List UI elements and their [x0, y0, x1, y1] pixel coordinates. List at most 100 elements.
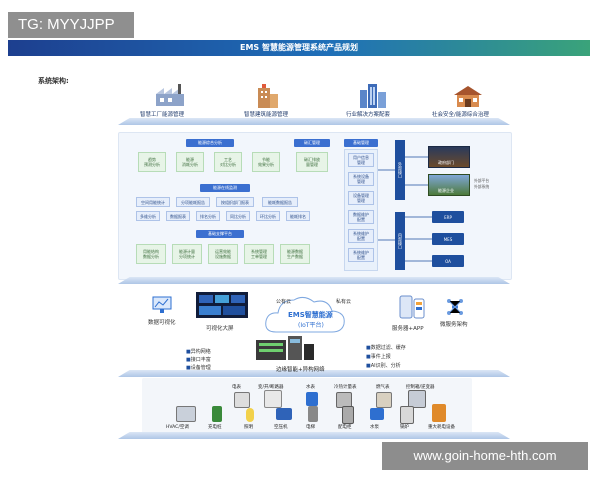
- device-row2-label-6: 配电柜: [338, 425, 352, 430]
- mid-row1-box-2: 分项能耗报告: [176, 197, 210, 207]
- gov-photo: [428, 146, 470, 168]
- device-heavy-icon: [432, 404, 446, 422]
- mid-row1-box-3: 按组织部门报表: [216, 197, 254, 207]
- factory-icon: [154, 84, 186, 108]
- side-tag: 碳汇管理: [294, 139, 330, 147]
- mid-tag: 能源在线监测: [200, 184, 250, 192]
- iot-center-title: EMS智慧能源: [288, 311, 333, 319]
- int-box-mes: MES: [432, 233, 464, 245]
- section-title: 系统架构:: [38, 77, 69, 85]
- upper-box-4: 节能 效果分析: [252, 152, 280, 172]
- device-elevator-icon: [308, 406, 318, 422]
- mid-row2-box-1: 多维分析: [136, 211, 160, 221]
- mid-row2-box-5: 环比分析: [256, 211, 280, 221]
- device-pump-icon: [370, 408, 384, 420]
- device-boiler-icon: [400, 406, 414, 424]
- device-row1-label-3: 水表: [306, 385, 315, 390]
- gateway-bullet-3: 设备管理: [186, 364, 211, 371]
- upper-box-3: 工艺 对比分析: [214, 152, 242, 172]
- banner-title: EMS 智慧能源管理系统产品规划: [8, 40, 590, 56]
- device-row1-label-5: 燃气表: [376, 385, 390, 390]
- basic-tag: 基础管理: [344, 139, 378, 147]
- iot-center-sub: (IoT平台): [298, 322, 324, 329]
- device-row2-label-8: 锅炉: [400, 425, 409, 430]
- mid-row2-box-4: 同比分析: [226, 211, 250, 221]
- watermark: www.goin-home-hth.com: [382, 442, 588, 470]
- basic-box-3: 设备管理 管理: [348, 191, 374, 205]
- device-row2-label-1: HVAC/空调: [166, 425, 189, 430]
- gov-photo-label: 政府部门: [438, 160, 454, 165]
- device-compressor-icon: [276, 408, 292, 420]
- house-icon: [452, 84, 484, 108]
- private-cloud-label: 私有云: [336, 299, 352, 305]
- device-breaker-icon: [264, 390, 282, 408]
- upper-box-1: 趋势 预测分析: [138, 152, 166, 172]
- device-row1-label-1: 电表: [232, 385, 241, 390]
- iot-label-dataviz: 数据可视化: [148, 320, 176, 326]
- device-shelf: [118, 432, 510, 439]
- top-label-factory: 智慧工厂能源管理: [140, 112, 185, 118]
- server-icon: [398, 294, 426, 320]
- upper-box-2: 能源 消耗分析: [176, 152, 204, 172]
- low-tag: 基础支撑平台: [196, 230, 244, 238]
- top-label-city: 行业解决方案配套: [346, 112, 391, 118]
- mid-row1-box-4: 能耗数据报告: [262, 197, 298, 207]
- device-light-icon: [246, 408, 254, 422]
- low-box-4: 系统管理 工单管理: [244, 244, 274, 264]
- energy-photo: [428, 174, 470, 196]
- device-row2-label-3: 照明: [244, 425, 253, 430]
- basic-box-6: 系统维护 配置: [348, 248, 374, 262]
- low-box-2: 能源计量 分项统计: [172, 244, 202, 264]
- device-charger-icon: [212, 406, 222, 422]
- device-row2-label-4: 空压机: [274, 425, 288, 430]
- device-row1-label-4: 冷热计量表: [334, 385, 357, 390]
- app-layer-shelf: [118, 118, 510, 125]
- device-row2-label-9: 重大耗电设备: [428, 425, 455, 430]
- building-icon: [254, 82, 282, 108]
- ext-note: 外部平台 外部系统: [474, 178, 490, 189]
- side-box: 碳汇排放 量管理: [296, 152, 328, 172]
- low-box-1: 用能结构 数据分析: [136, 244, 166, 264]
- iot-label-bigscreen: 可视化大屏: [206, 326, 234, 332]
- top-label-house: 社会安全/能源综合治理: [432, 112, 489, 118]
- mid-row2-box-6: 能耗排名: [286, 211, 310, 221]
- basic-box-2: 系统设备 管理: [348, 172, 374, 186]
- microservice-icon: [446, 298, 464, 316]
- device-inverter-icon: [408, 390, 426, 408]
- device-row1-label-2: 变/开/断路器: [258, 385, 284, 390]
- device-row1-label-6: 控制箱/逆变器: [406, 385, 435, 390]
- device-hvac-icon: [176, 406, 196, 422]
- right-bullet-2: 事件上报: [366, 353, 391, 360]
- city-icon: [358, 82, 388, 108]
- gateway-device-icon: [256, 334, 316, 362]
- int-box-erp: ERP: [432, 211, 464, 223]
- right-bullet-3: AI识别、分析: [366, 362, 401, 369]
- external-interface-bar: 外部接口: [395, 140, 405, 200]
- gateway-bullet-2: 接口丰富: [186, 356, 211, 363]
- basic-box-1: 用户信息 管理: [348, 153, 374, 167]
- gateway-label: 边缘智能+异构网络: [276, 367, 325, 373]
- mid-row2-box-2: 数据报表: [166, 211, 190, 221]
- mid-row2-box-3: 排名分析: [196, 211, 220, 221]
- top-label-building: 智慧建筑能源管理: [244, 112, 289, 118]
- basic-box-4: 数据维护 配置: [348, 210, 374, 224]
- iot-cloud: [262, 292, 348, 340]
- iot-shelf: [118, 370, 510, 377]
- app-layer: 智慧工厂能源管理 智慧建筑能源管理 行业解决方案配套 社会安全/能源综合治理: [120, 82, 510, 126]
- device-gas-meter-icon: [376, 392, 392, 408]
- gateway-bullet-1: 异构网络: [186, 348, 211, 355]
- energy-photo-label: 能源企业: [438, 188, 454, 193]
- internal-interface-bar: 内部接口: [395, 212, 405, 270]
- iot-label-server: 服务器+APP: [392, 326, 424, 332]
- platform-shelf: [118, 277, 510, 284]
- interface-connectors: [378, 156, 432, 262]
- overlay-tag: TG: MYYJJPP: [8, 12, 134, 38]
- chart-icon: [152, 296, 172, 314]
- low-box-5: 能源数据 生产数据: [280, 244, 310, 264]
- int-box-oa: OA: [432, 255, 464, 267]
- basic-box-5: 系统维护 配置: [348, 229, 374, 243]
- iot-label-microservice: 微服务架构: [440, 322, 468, 328]
- low-box-3: 运营效能 设施数据: [208, 244, 238, 264]
- device-row2-label-2: 充电桩: [208, 425, 222, 430]
- device-water-meter-icon: [306, 392, 318, 406]
